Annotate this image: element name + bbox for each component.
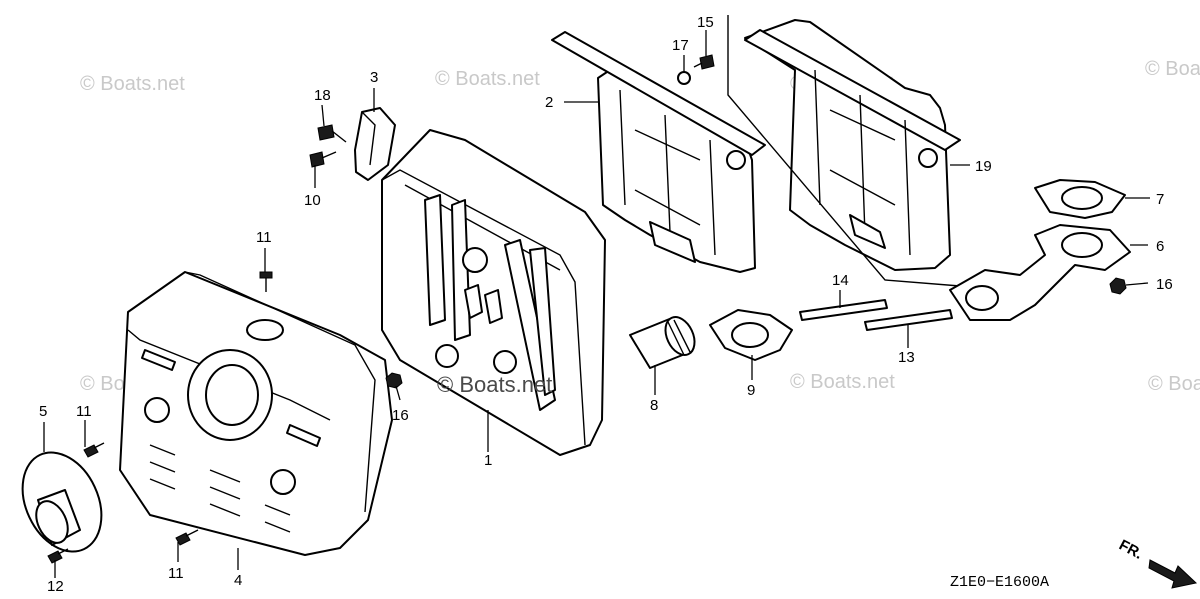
watermark-text: © Boats.net: [790, 371, 895, 393]
callout-11-left: 11: [76, 403, 92, 420]
callout-11-bottom: 11: [168, 565, 184, 582]
callout-3: 3: [370, 69, 378, 86]
part-11-screw-bottom[interactable]: [175, 529, 199, 546]
watermark-text: © Boats.net: [435, 68, 540, 90]
callout-13: 13: [898, 349, 915, 366]
watermark-text: © Boats.net: [80, 73, 185, 95]
watermark-text: © Boats.net: [1145, 58, 1200, 80]
callout-8: 8: [650, 397, 658, 414]
callout-19: 19: [975, 158, 992, 175]
leader-lines: [43, 30, 1150, 578]
part-10-bolt[interactable]: [309, 151, 337, 168]
callout-6: 6: [1156, 238, 1164, 255]
part-6-exhaust-pipe[interactable]: [949, 224, 1131, 321]
callout-16-muffler: 16: [392, 407, 409, 424]
diagram-code: Z1E0−E1600A: [950, 574, 1049, 591]
direction-arrow-icon: [1148, 559, 1198, 589]
watermark-text: © Boats.net: [1148, 373, 1200, 395]
part-13-stud-bolt[interactable]: [864, 309, 953, 331]
callout-4: 4: [234, 572, 242, 589]
callout-5: 5: [39, 403, 47, 420]
callout-labels: 1 2 3 4 5 6 7 8 9 10 11 11 11 12 13 14 1…: [39, 14, 1173, 595]
callout-2: 2: [545, 94, 553, 111]
callout-18: 18: [314, 87, 331, 104]
front-direction-indicator: FR.: [1116, 537, 1198, 589]
part-16-nut-exhaust[interactable]: [1109, 277, 1127, 295]
part-11-screw-left[interactable]: [83, 442, 105, 458]
part-14-stud-bolt[interactable]: [799, 299, 888, 321]
callout-10: 10: [304, 192, 321, 209]
callout-11-top: 11: [256, 229, 272, 246]
callout-16-exhaust: 16: [1156, 276, 1173, 293]
part-5-spark-arrester[interactable]: [7, 440, 116, 565]
part-19-heat-shield-rear[interactable]: [727, 15, 961, 287]
part-3-bracket[interactable]: [354, 107, 396, 181]
callout-17: 17: [672, 37, 689, 54]
part-15-bolt[interactable]: [693, 54, 715, 70]
part-16-nut-muffler[interactable]: [385, 372, 403, 389]
callout-1: 1: [484, 452, 492, 469]
callout-14: 14: [832, 272, 849, 289]
part-2-heat-shield-front[interactable]: [551, 31, 766, 273]
part-1-muffler[interactable]: [381, 129, 606, 456]
watermark-text: © Boats.net: [437, 372, 552, 397]
callout-12: 12: [47, 578, 64, 595]
part-18-bolt[interactable]: [317, 124, 347, 143]
part-12-screw[interactable]: [47, 548, 69, 564]
callout-7: 7: [1156, 191, 1164, 208]
callout-9: 9: [747, 382, 755, 399]
callout-15: 15: [697, 14, 714, 31]
part-7-gasket[interactable]: [1034, 179, 1126, 219]
direction-label: FR.: [1116, 537, 1145, 563]
part-17-nut[interactable]: [677, 71, 691, 85]
part-8-pipe-protector[interactable]: [629, 312, 700, 369]
part-4-muffler-protector[interactable]: [119, 271, 393, 556]
part-9-gasket[interactable]: [709, 309, 793, 361]
part-11-screw-top[interactable]: [259, 271, 273, 292]
